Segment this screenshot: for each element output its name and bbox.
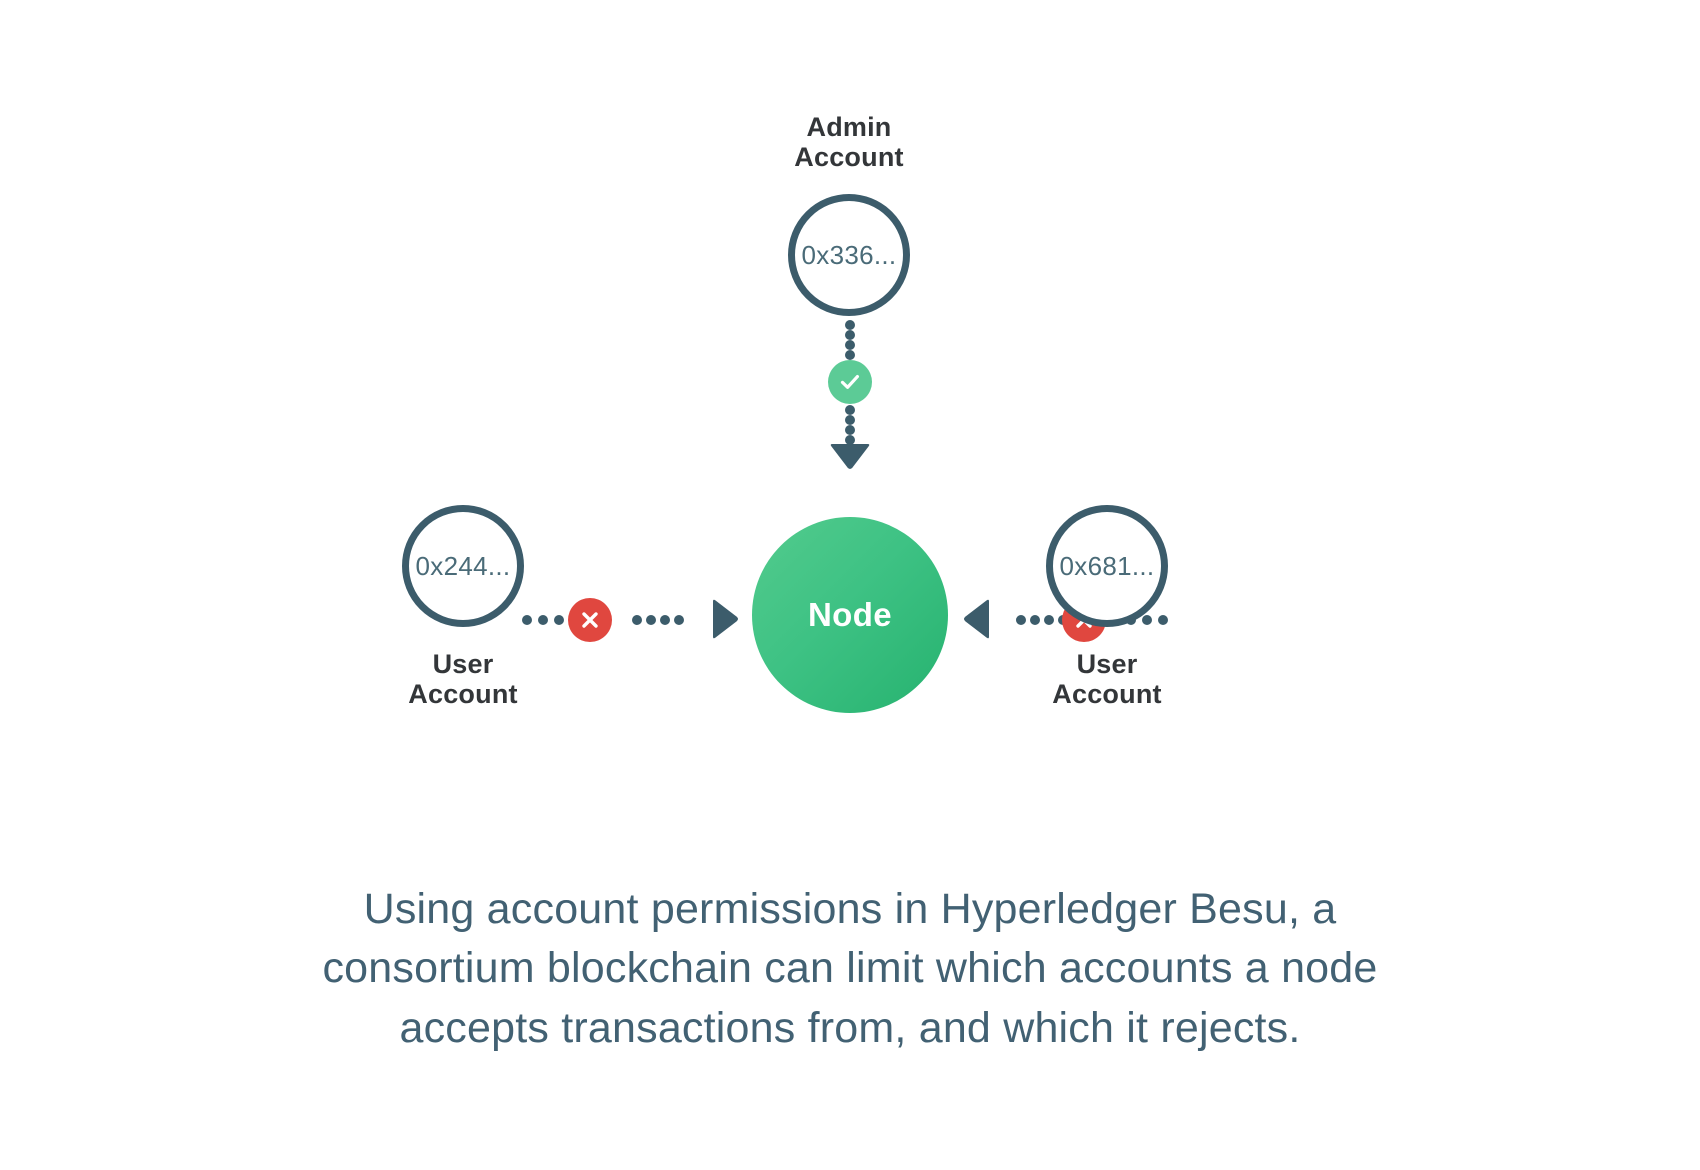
arrow-down-icon xyxy=(829,441,871,476)
connector-dot xyxy=(1158,615,1168,625)
connector-dot xyxy=(554,615,564,625)
check-icon xyxy=(840,375,859,389)
connector-dot xyxy=(1016,615,1026,625)
user-account-left-label: User Account xyxy=(408,649,518,710)
connector-dot xyxy=(845,435,855,445)
arrow-right-icon xyxy=(710,598,740,645)
user-account-right-address: 0x681... xyxy=(1059,550,1155,581)
connector-dot xyxy=(845,330,855,340)
connector-dot xyxy=(646,615,656,625)
connector-admin-upper xyxy=(845,320,855,360)
user-account-left-address: 0x244... xyxy=(415,550,511,581)
connector-admin-lower xyxy=(845,405,855,445)
connector-dot xyxy=(538,615,548,625)
connector-dot xyxy=(845,350,855,360)
user-account-right-group[interactable]: 0x681... User Account xyxy=(977,505,1237,709)
connector-left-inner xyxy=(632,615,684,625)
user-account-right-label: User Account xyxy=(1052,649,1162,710)
connector-dot xyxy=(845,415,855,425)
connector-dot xyxy=(1142,615,1152,625)
center-node-label: Node xyxy=(807,596,893,633)
user-account-right-circle[interactable]: 0x681... xyxy=(1046,505,1168,627)
admin-account-circle[interactable]: 0x336... xyxy=(788,194,910,317)
connector-dot xyxy=(845,340,855,350)
connector-dot xyxy=(522,615,532,625)
admin-account-address: 0x336... xyxy=(801,239,897,270)
connector-dot xyxy=(674,615,684,625)
permissions-diagram: Admin Account 0x336... xyxy=(333,112,1237,713)
connector-dot xyxy=(660,615,670,625)
arrow-left-icon xyxy=(962,598,992,645)
connector-dot xyxy=(845,320,855,330)
connector-dot xyxy=(1044,615,1054,625)
connector-dot xyxy=(845,405,855,415)
diagram-caption: Using account permissions in Hyperledger… xyxy=(322,885,1378,1052)
connector-dot xyxy=(1030,615,1040,625)
connector-left-outer xyxy=(522,615,564,625)
user-account-left-circle[interactable]: 0x244... xyxy=(402,505,524,627)
x-icon xyxy=(582,612,598,628)
allow-badge[interactable] xyxy=(828,360,872,404)
connector-dot xyxy=(845,425,855,435)
center-node[interactable]: Node xyxy=(752,517,948,713)
admin-account-group[interactable]: Admin Account 0x336... xyxy=(719,112,979,317)
admin-account-label: Admin Account xyxy=(794,112,904,173)
user-account-left-group[interactable]: 0x244... User Account xyxy=(333,505,593,709)
connector-dot xyxy=(632,615,642,625)
deny-badge-left[interactable] xyxy=(568,598,612,642)
